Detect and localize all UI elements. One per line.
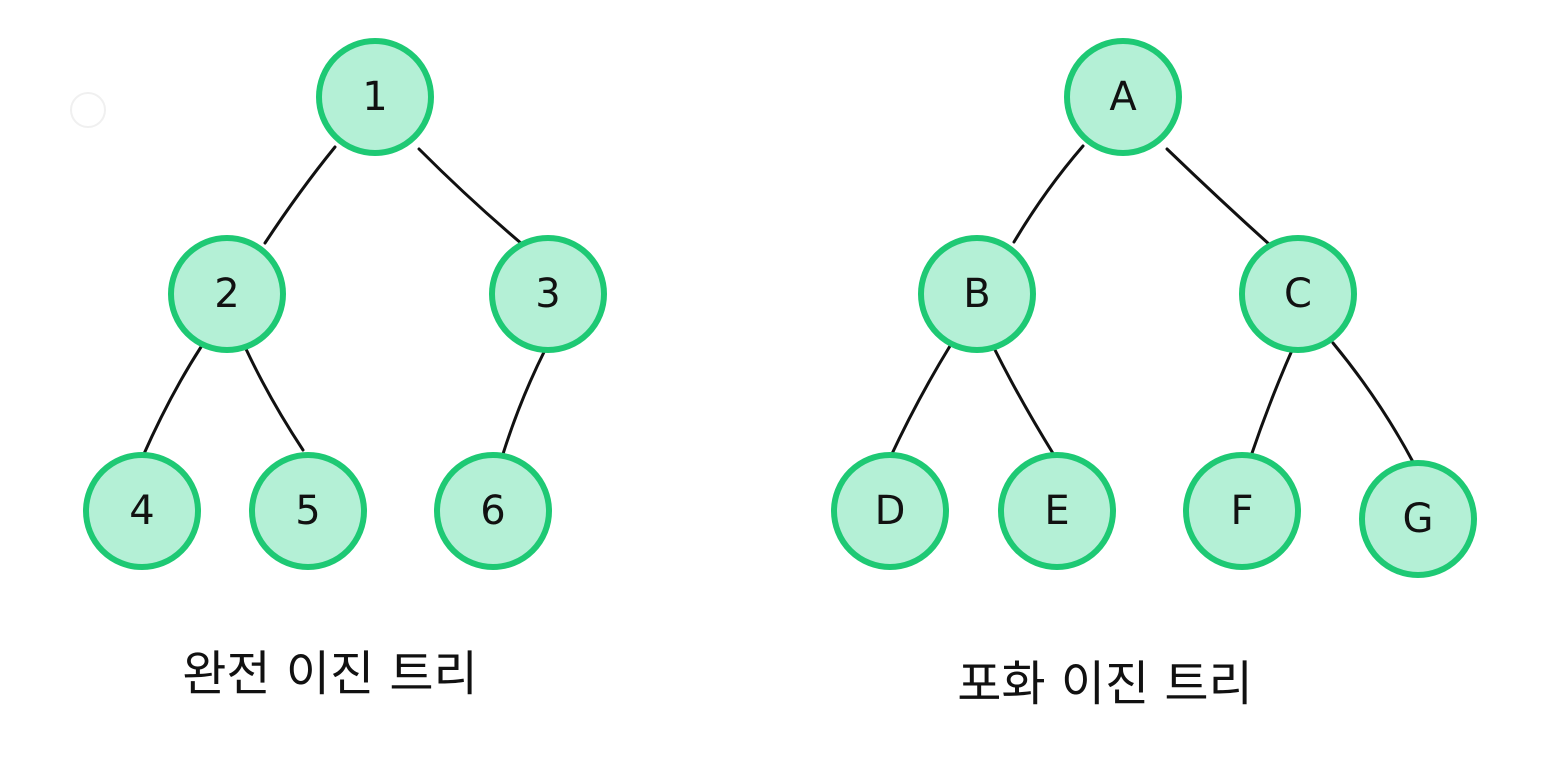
edge-3-6 bbox=[501, 348, 547, 456]
node-3: 3 bbox=[489, 235, 607, 353]
node-D: D bbox=[831, 452, 949, 570]
edge-A-C bbox=[1165, 147, 1272, 247]
edge-B-E bbox=[992, 346, 1056, 457]
node-E-circle bbox=[998, 452, 1116, 570]
node-C-label: C bbox=[1284, 271, 1312, 317]
node-G-circle bbox=[1359, 460, 1477, 578]
edge-C-G bbox=[1331, 341, 1415, 464]
full-tree-caption: 포화 이진 트리 bbox=[957, 656, 1252, 712]
edge-1-2 bbox=[263, 145, 337, 245]
node-5-label: 5 bbox=[295, 488, 320, 534]
node-2-label: 2 bbox=[214, 271, 239, 317]
node-E-label: E bbox=[1044, 488, 1069, 534]
node-4-label: 4 bbox=[129, 488, 154, 534]
node-1: 1 bbox=[316, 38, 434, 156]
node-D-circle bbox=[831, 452, 949, 570]
node-2: 2 bbox=[168, 235, 286, 353]
node-B-circle bbox=[918, 235, 1036, 353]
edge-1-3 bbox=[417, 147, 524, 246]
node-4: 4 bbox=[83, 452, 201, 570]
node-B: B bbox=[918, 235, 1036, 353]
node-3-label: 3 bbox=[535, 271, 560, 317]
node-3-circle bbox=[489, 235, 607, 353]
node-2-circle bbox=[168, 235, 286, 353]
complete-tree-caption: 완전 이진 트리 bbox=[182, 646, 477, 702]
node-5-circle bbox=[249, 452, 367, 570]
node-C: C bbox=[1239, 235, 1357, 353]
edge-C-F bbox=[1249, 346, 1295, 458]
faint-circle-mark bbox=[70, 92, 106, 128]
node-A-circle bbox=[1064, 38, 1182, 156]
node-4-circle bbox=[83, 452, 201, 570]
node-5: 5 bbox=[249, 452, 367, 570]
node-F-label: F bbox=[1230, 488, 1253, 534]
node-6: 6 bbox=[434, 452, 552, 570]
node-C-circle bbox=[1239, 235, 1357, 353]
node-F-circle bbox=[1183, 452, 1301, 570]
node-6-circle bbox=[434, 452, 552, 570]
node-B-label: B bbox=[963, 271, 990, 317]
edge-2-5 bbox=[244, 347, 305, 452]
complete-binary-tree: 1 2 3 4 5 6 완전 이진 트리 bbox=[83, 38, 607, 702]
edge-B-D bbox=[888, 344, 952, 460]
complete-tree-edges bbox=[141, 145, 547, 458]
node-A-label: A bbox=[1109, 74, 1137, 120]
edge-A-B bbox=[1012, 144, 1085, 244]
node-A: A bbox=[1064, 38, 1182, 156]
full-tree-edges bbox=[888, 144, 1415, 464]
node-F: F bbox=[1183, 452, 1301, 570]
full-binary-tree: A B C D E F G 포화 이진 트리 bbox=[831, 38, 1477, 712]
node-G: G bbox=[1359, 460, 1477, 578]
node-6-label: 6 bbox=[480, 488, 505, 534]
node-E: E bbox=[998, 452, 1116, 570]
node-1-circle bbox=[316, 38, 434, 156]
node-1-label: 1 bbox=[362, 74, 387, 120]
edge-2-4 bbox=[141, 345, 203, 458]
node-D-label: D bbox=[875, 488, 906, 534]
node-G-label: G bbox=[1403, 496, 1434, 542]
